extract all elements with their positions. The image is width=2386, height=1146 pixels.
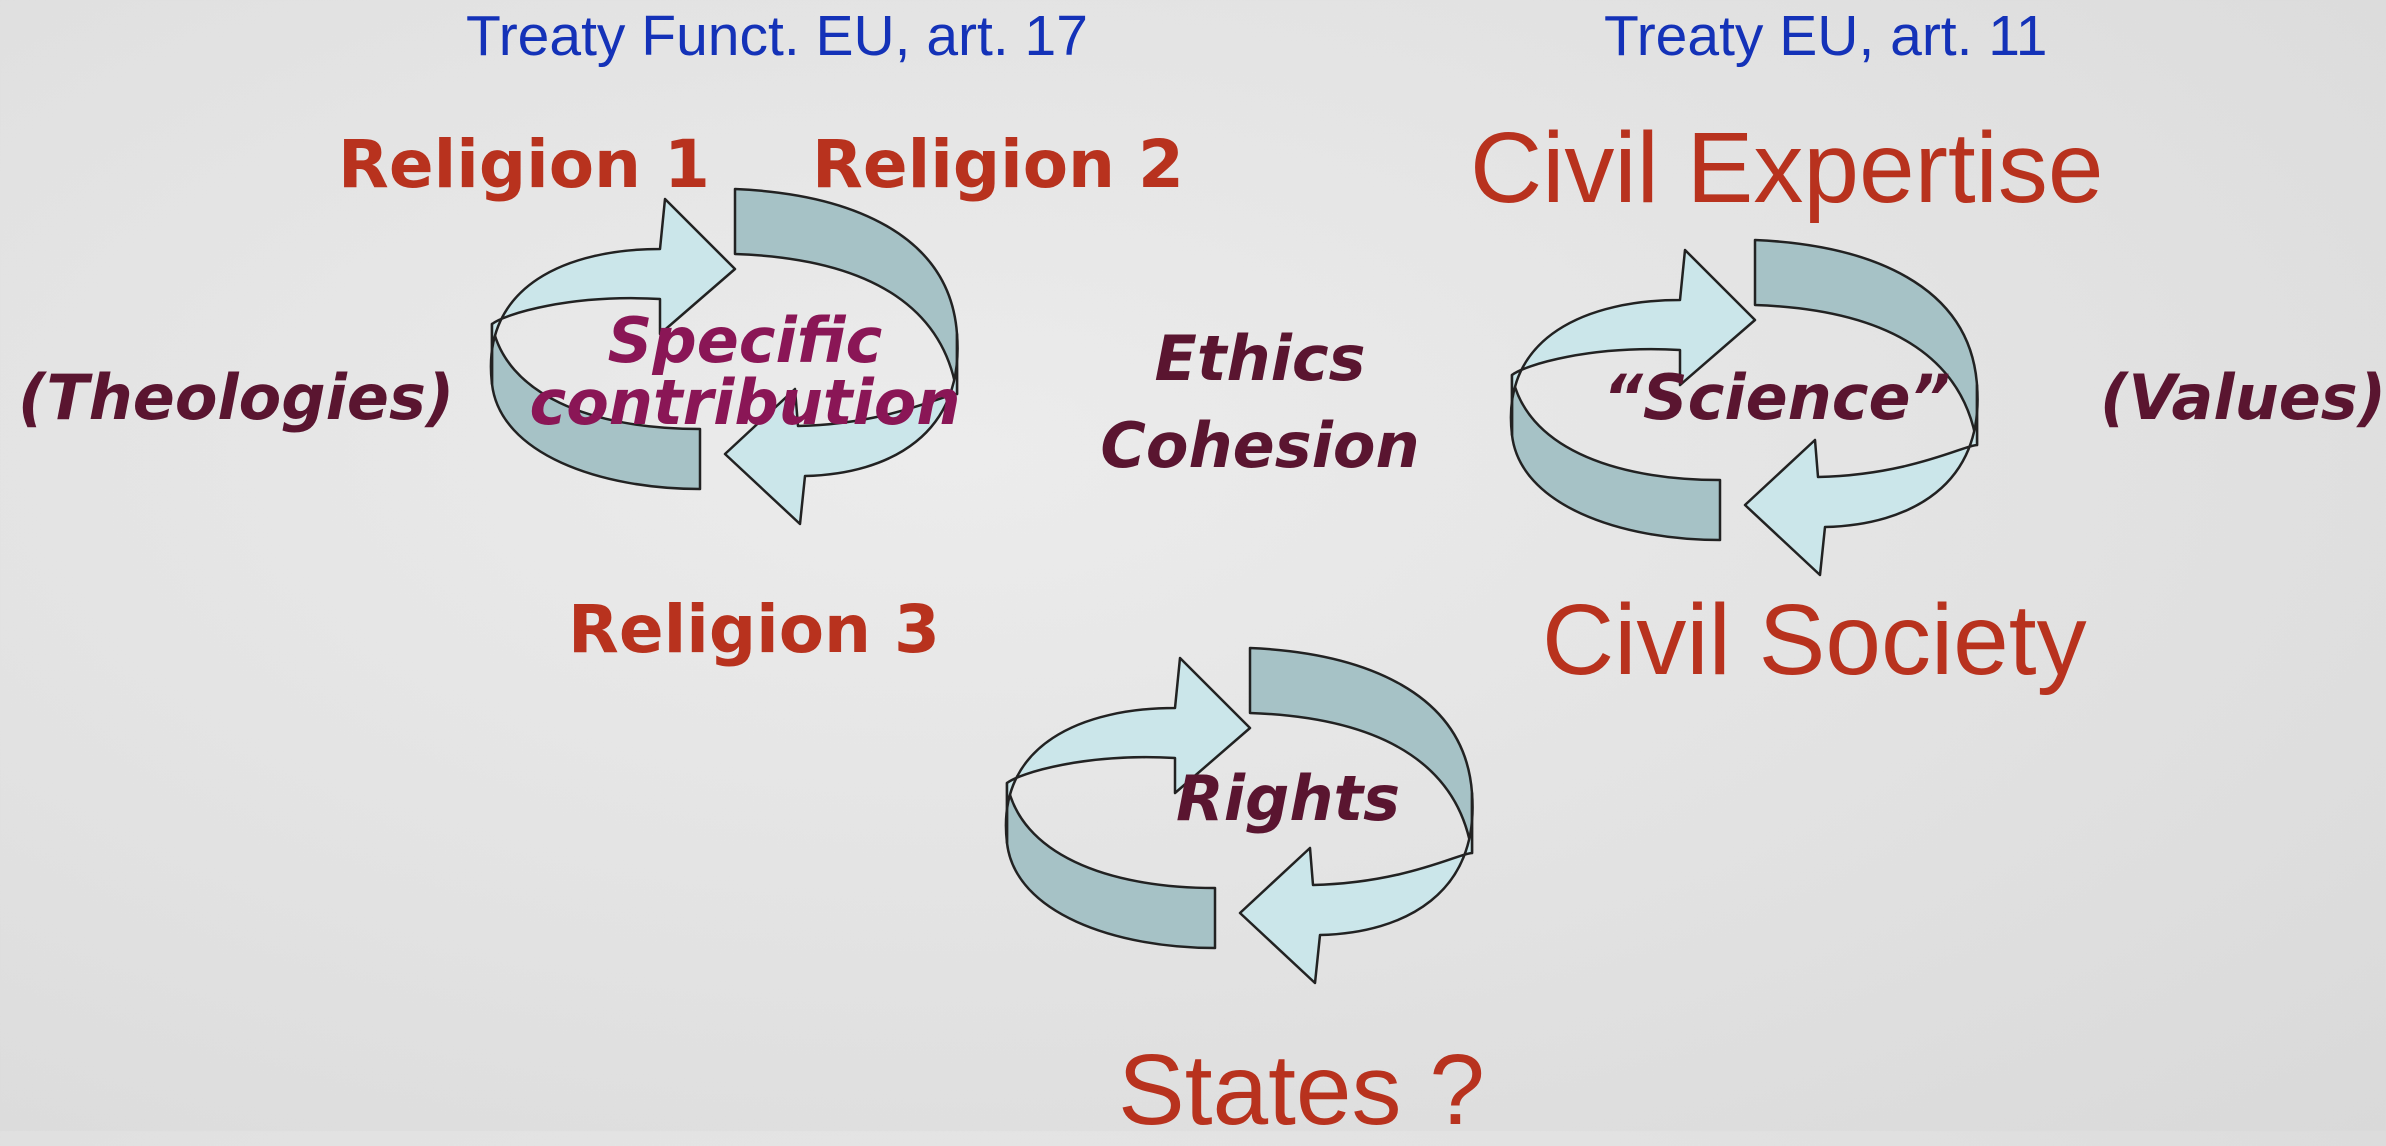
theologies-label: (Theologies) <box>18 361 455 434</box>
civil-expertise-label: Civil Expertise <box>1470 112 2104 224</box>
rights-label: Rights <box>1176 762 1401 835</box>
religion-2-label: Religion 2 <box>812 126 1184 203</box>
specific-line: Specific <box>607 304 883 377</box>
cohesion-line: Cohesion <box>1100 408 1420 482</box>
states-label: States ? <box>1118 1034 1485 1146</box>
religion-3-label: Religion 3 <box>568 591 940 668</box>
left-source-label: Treaty Funct. EU, art. 17 <box>466 4 1088 68</box>
ethics-line: Ethics <box>1154 322 1366 395</box>
ethics-cohesion-label: Ethics Cohesion <box>1090 316 1430 490</box>
science-label: “Science” <box>1603 361 1951 434</box>
contribution-line: contribution <box>529 366 961 439</box>
religion-1-label: Religion 1 <box>338 126 710 203</box>
values-label: (Values) <box>2100 361 2386 434</box>
specific-contribution-label: Specific contribution <box>520 310 970 434</box>
right-source-label: Treaty EU, art. 11 <box>1604 4 2048 68</box>
civil-society-label: Civil Society <box>1542 584 2087 696</box>
